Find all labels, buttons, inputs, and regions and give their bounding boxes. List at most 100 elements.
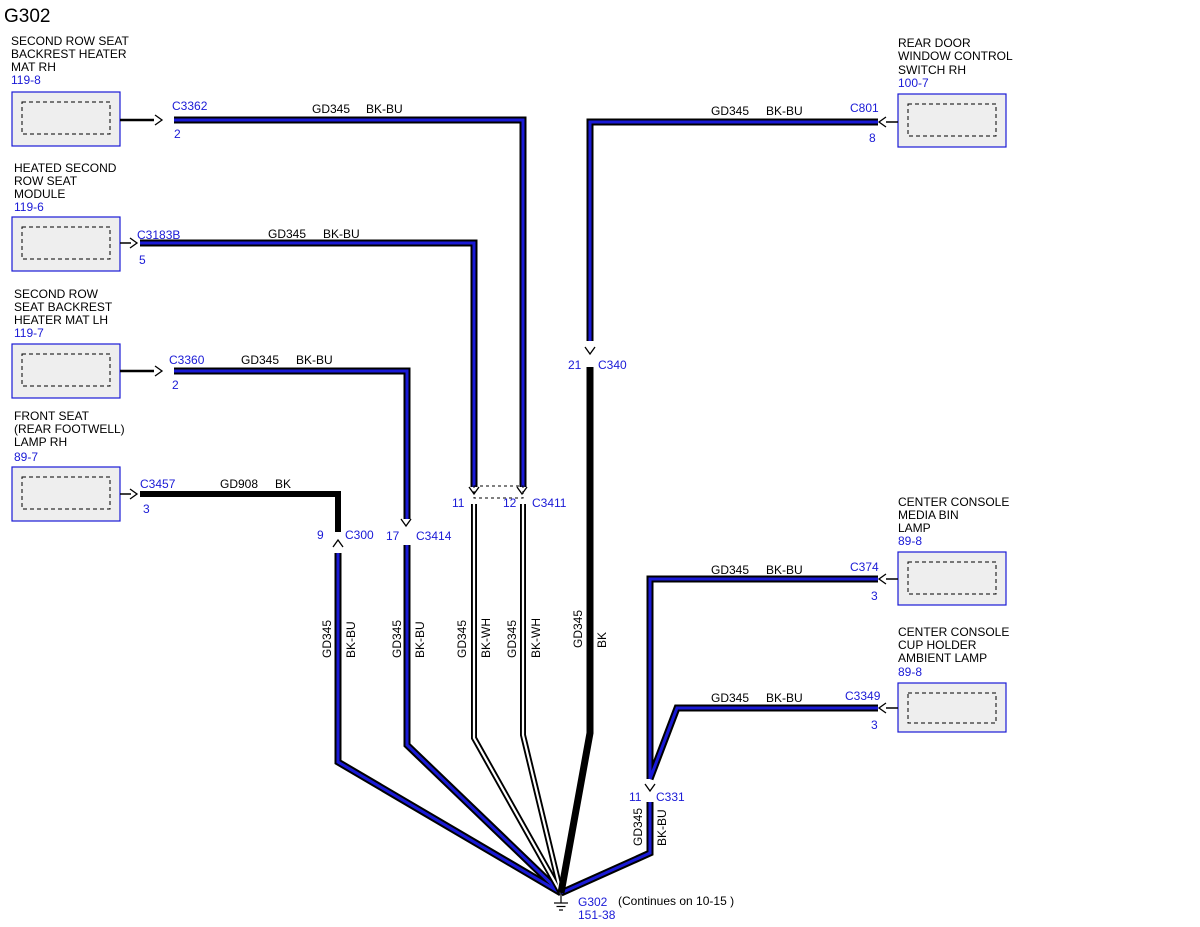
connector-c3360[interactable]: C3360 <box>169 353 205 367</box>
component-ref[interactable]: 119-6 <box>14 200 44 214</box>
connector-c3457[interactable]: C3457 <box>140 477 176 491</box>
component-label-c5: REAR DOOR WINDOW CONTROL SWITCH RH 100-7 <box>898 36 1013 90</box>
component-label-c1: SECOND ROW SEAT BACKREST HEATER MAT RH 1… <box>11 34 129 87</box>
pin-c3457: 3 <box>143 502 150 516</box>
wire-labels-vertical: GD345 BK-BU GD345 BK-BU GD345 BK-WH GD34… <box>320 610 669 846</box>
wire-color: BK <box>595 632 609 648</box>
page-title: G302 <box>4 6 50 27</box>
pin-c3362: 2 <box>174 127 181 141</box>
ground-ref[interactable]: 151-38 <box>578 908 616 922</box>
wire-color: BK-WH <box>529 618 543 658</box>
component-label-c7: CENTER CONSOLE CUP HOLDER AMBIENT LAMP 8… <box>898 625 1009 679</box>
label-line: MEDIA BIN <box>898 508 959 522</box>
component-ref[interactable]: 119-7 <box>14 326 44 340</box>
label-line: HEATER MAT LH <box>14 313 108 327</box>
label-line: SECOND ROW <box>14 287 99 301</box>
component-ref[interactable]: 119-8 <box>11 73 41 87</box>
pin-c3411-a: 11 <box>452 496 465 510</box>
component-ref[interactable]: 89-8 <box>898 534 922 548</box>
label-line: SECOND ROW SEAT <box>11 34 129 48</box>
wire-bk-group <box>140 367 594 894</box>
pin-c3411-b: 12 <box>503 496 517 510</box>
pin-c340: 21 <box>568 358 582 372</box>
connector-c3349[interactable]: C3349 <box>845 689 881 703</box>
ground-g302: G302 151-38 (Continues on 10-15 ) <box>554 893 734 922</box>
connector-c300[interactable]: C300 <box>345 528 374 542</box>
component-label-c2: HEATED SECOND ROW SEAT MODULE 119-6 <box>14 161 117 214</box>
pin-c801: 8 <box>869 131 876 145</box>
connector-labels: C3362 2 C3183B 5 C3360 2 C3457 3 C801 8 … <box>137 99 881 804</box>
arrow-c3349 <box>877 702 887 714</box>
wire-color: BK-BU <box>344 621 358 658</box>
arrow-c801 <box>877 116 887 128</box>
label-line: CENTER CONSOLE <box>898 495 1009 509</box>
wire-color: BK-BU <box>296 353 333 367</box>
component-box-c1[interactable] <box>11 91 121 147</box>
label-line: SWITCH RH <box>898 63 966 77</box>
component-box-c6[interactable] <box>897 551 1007 606</box>
c3411-dashed-link <box>473 485 524 499</box>
wire-color: BK-WH <box>479 618 493 658</box>
wire-circuit: GD345 <box>711 691 749 705</box>
component-box-c7[interactable] <box>897 682 1007 733</box>
label-line: (REAR FOOTWELL) <box>14 422 125 436</box>
connector-c801[interactable]: C801 <box>850 101 879 115</box>
connector-c374[interactable]: C374 <box>850 560 879 574</box>
connector-c3411[interactable]: C3411 <box>532 496 567 510</box>
label-line: MAT RH <box>11 60 56 74</box>
continuation-note: (Continues on 10-15 ) <box>618 894 734 908</box>
component-label-c3: SECOND ROW SEAT BACKREST HEATER MAT LH 1… <box>14 287 113 340</box>
wire-circuit: GD345 <box>241 353 279 367</box>
pin-c300: 9 <box>317 528 324 542</box>
component-box-c3[interactable] <box>11 343 121 399</box>
connector-c3414[interactable]: C3414 <box>416 529 452 543</box>
connector-c3362[interactable]: C3362 <box>172 99 208 113</box>
label-line: LAMP <box>898 521 931 535</box>
label-line: LAMP RH <box>14 435 67 449</box>
wire-labels-horizontal: GD345 BK-BU GD345 BK-BU GD345 BK-BU GD90… <box>220 102 803 705</box>
arrow-c3414 <box>400 518 412 528</box>
label-line: ROW SEAT <box>14 174 78 188</box>
connector-c3183b[interactable]: C3183B <box>137 228 180 242</box>
wire-color: BK-BU <box>413 621 427 658</box>
wire-color: BK-BU <box>766 104 803 118</box>
arrow-c340 <box>584 346 596 356</box>
ground-name[interactable]: G302 <box>578 895 608 909</box>
wire-color: BK-BU <box>655 809 669 846</box>
label-line: AMBIENT LAMP <box>898 651 987 665</box>
arrow-c3457 <box>129 488 139 500</box>
component-box-c5[interactable] <box>897 93 1007 148</box>
connector-arrows <box>129 114 887 793</box>
label-line: REAR DOOR <box>898 36 971 50</box>
wire-color: BK-BU <box>766 563 803 577</box>
pin-c3360: 2 <box>172 378 179 392</box>
pin-c3414: 17 <box>386 529 400 543</box>
component-box-c2[interactable] <box>11 216 121 272</box>
arrow-c374 <box>877 573 887 585</box>
label-line: FRONT SEAT <box>14 409 90 423</box>
label-line: CUP HOLDER <box>898 638 977 652</box>
label-line: WINDOW CONTROL <box>898 49 1013 63</box>
component-label-c6: CENTER CONSOLE MEDIA BIN LAMP 89-8 <box>898 495 1009 548</box>
wire-bk-bu-group <box>140 116 878 897</box>
connector-c340[interactable]: C340 <box>598 358 627 372</box>
component-label-c4: FRONT SEAT (REAR FOOTWELL) LAMP RH 89-7 <box>14 409 125 464</box>
wire-circuit: GD345 <box>312 102 350 116</box>
ground-icon <box>554 902 568 911</box>
pin-c374: 3 <box>871 589 878 603</box>
wire-color: BK-BU <box>366 102 403 116</box>
connector-c331[interactable]: C331 <box>656 790 685 804</box>
wire-circuit: GD908 <box>220 477 258 491</box>
component-ref[interactable]: 89-7 <box>14 450 38 464</box>
wire-color: BK-BU <box>766 691 803 705</box>
component-ref[interactable]: 100-7 <box>898 76 929 90</box>
component-ref[interactable]: 89-8 <box>898 665 922 679</box>
label-line: CENTER CONSOLE <box>898 625 1009 639</box>
wire-bk-wh-group <box>471 504 564 895</box>
wire-color: BK <box>275 477 291 491</box>
label-line: HEATED SECOND <box>14 161 117 175</box>
wire-circuit: GD345 <box>455 620 469 658</box>
label-line: BACKREST HEATER <box>11 47 127 61</box>
component-box-c4[interactable] <box>11 466 121 522</box>
